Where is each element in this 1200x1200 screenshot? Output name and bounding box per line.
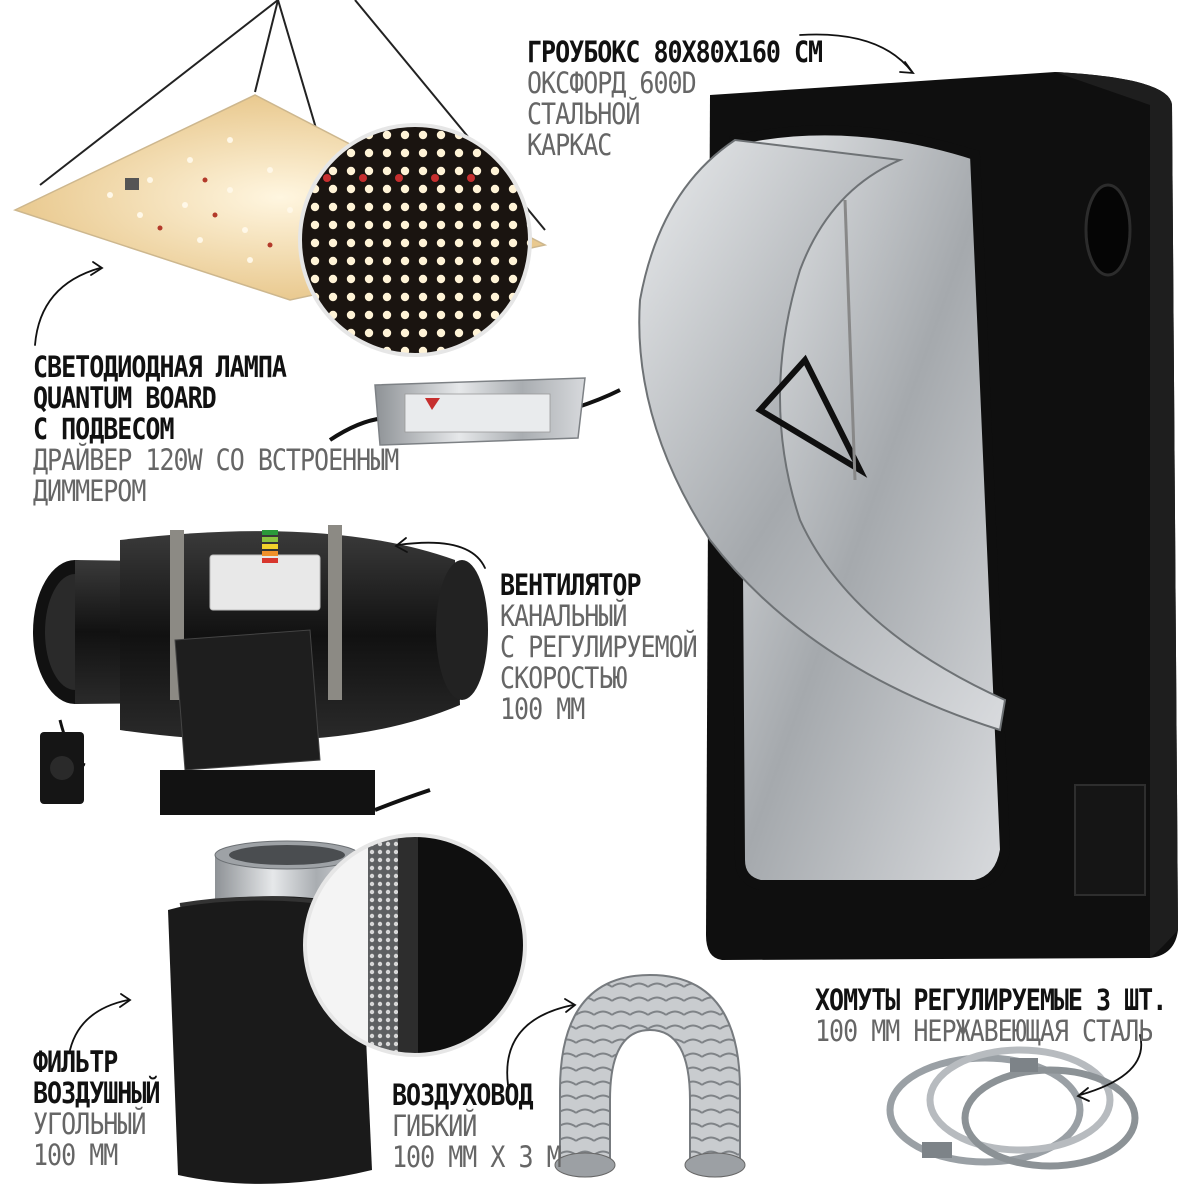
curved-arrow-icon — [34, 33, 1143, 1102]
lamp-line: ДРАЙВЕР 120W СО ВСТРОЕННЫМ — [33, 442, 399, 477]
lamp-title: СВЕТОДИОДНАЯ ЛАМПА — [33, 349, 287, 384]
hose-clamps-image — [886, 1046, 1139, 1170]
fan-title: ВЕНТИЛЯТОР — [500, 567, 642, 602]
filter-line: УГОЛЬНЫЙ — [33, 1106, 146, 1141]
duct-caption: ВОЗДУХОВОД ГИБКИЙ 100 ММ Х 3 М — [392, 1077, 562, 1174]
tent-line: СТАЛЬНОЙ — [527, 96, 640, 131]
grow-tent-image — [638, 72, 1178, 960]
lamp-line: ДИММЕРОМ — [33, 473, 146, 508]
lamp-title: QUANTUM BOARD — [33, 380, 217, 415]
duct-line: 100 ММ Х 3 М — [392, 1139, 562, 1174]
filter-caption: ФИЛЬТР ВОЗДУШНЫЙ УГОЛЬНЫЙ 100 ММ — [33, 1044, 160, 1172]
fan-caption: ВЕНТИЛЯТОР КАНАЛЬНЫЙ С РЕГУЛИРУЕМОЙ СКОР… — [500, 567, 698, 726]
clamps-line: 100 ММ НЕРЖАВЕЮЩАЯ СТАЛЬ — [815, 1013, 1153, 1048]
inline-fan-image — [33, 525, 488, 815]
duct-line: ГИБКИЙ — [392, 1108, 477, 1143]
tent-title: ГРОУБОКС 80Х80Х160 СМ — [527, 34, 823, 69]
tent-line: КАРКАС — [527, 127, 612, 162]
fan-line: 100 ММ — [500, 691, 585, 726]
clamps-title: ХОМУТЫ РЕГУЛИРУЕМЫЕ 3 ШТ. — [815, 982, 1167, 1017]
fan-line: С РЕГУЛИРУЕМОЙ — [500, 629, 698, 664]
lamp-caption: СВЕТОДИОДНАЯ ЛАМПА QUANTUM BOARD С ПОДВЕ… — [33, 349, 399, 508]
flexible-duct-image — [554, 973, 746, 1178]
filter-title: ВОЗДУШНЫЙ — [33, 1075, 160, 1110]
clamps-caption: ХОМУТЫ РЕГУЛИРУЕМЫЕ 3 ШТ. 100 ММ НЕРЖАВЕ… — [815, 982, 1167, 1048]
filter-line: 100 ММ — [33, 1137, 118, 1172]
duct-title: ВОЗДУХОВОД — [392, 1077, 534, 1112]
tent-caption: ГРОУБОКС 80Х80Х160 СМ ОКСФОРД 600D СТАЛЬ… — [527, 34, 823, 162]
fan-line: КАНАЛЬНЫЙ — [500, 598, 627, 633]
filter-title: ФИЛЬТР — [33, 1044, 118, 1079]
led-lamp-image — [12, 0, 621, 446]
carbon-filter-image — [168, 833, 527, 1184]
lamp-title: С ПОДВЕСОМ — [33, 411, 175, 446]
fan-line: СКОРОСТЬЮ — [500, 660, 627, 695]
tent-line: ОКСФОРД 600D — [527, 65, 697, 100]
